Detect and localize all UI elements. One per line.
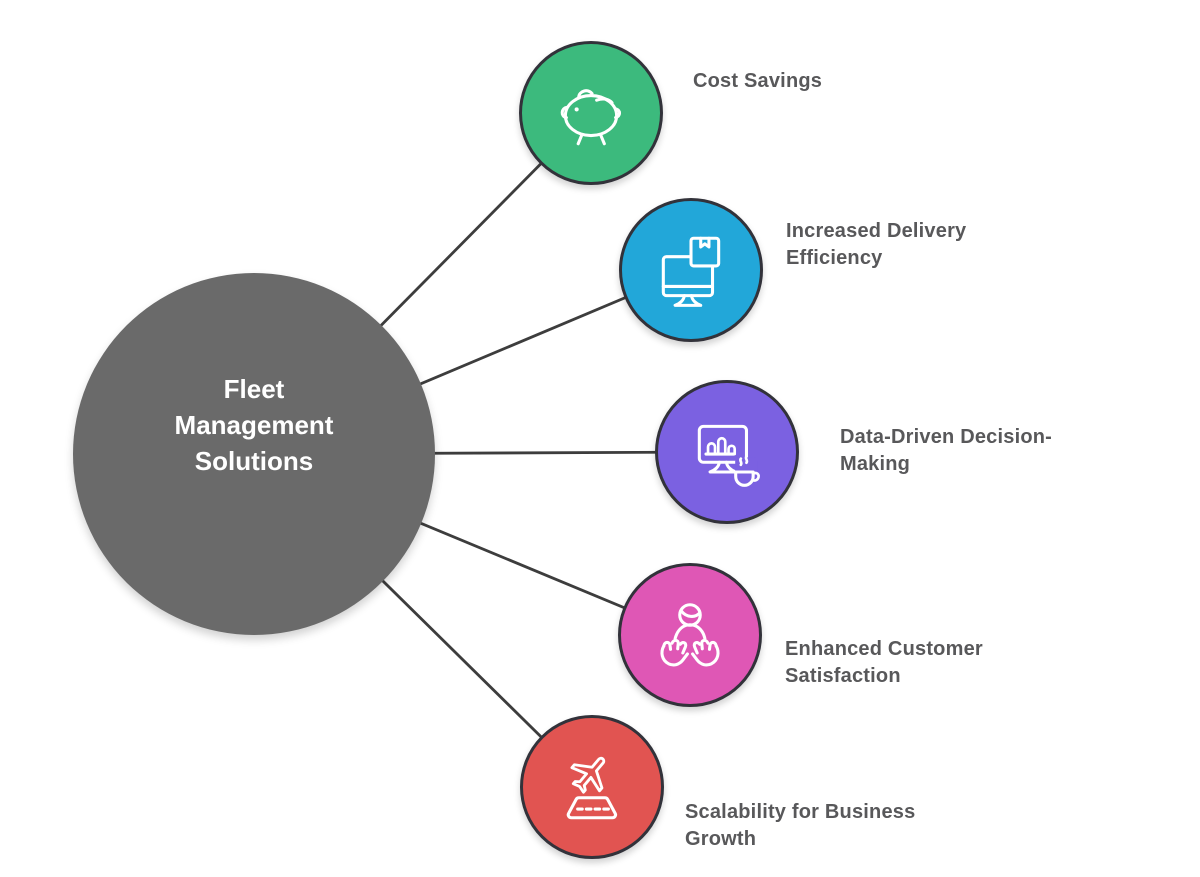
label-line: Satisfaction (785, 665, 901, 687)
customer-care-hands-icon (660, 603, 720, 667)
label-line: Increased Delivery (786, 220, 967, 242)
plane-takeoff-icon (566, 756, 618, 820)
central-node: Fleet Management Solutions (73, 273, 435, 635)
node-label-enhanced-customer-satisfaction: Enhanced Customer Satisfaction (785, 636, 983, 690)
node-increased-delivery-efficiency (619, 198, 763, 342)
piggy-bank-icon (560, 89, 622, 146)
central-node-label: Fleet Management Solutions (175, 371, 334, 479)
label-line: Enhanced Customer (785, 638, 983, 660)
node-label-scalability-for-business-growth: Scalability for Business Growth (685, 799, 915, 853)
node-data-driven-decision-making (655, 380, 799, 524)
label-line: Scalability for Business (685, 801, 916, 823)
node-scalability-for-business-growth (520, 715, 664, 859)
node-label-data-driven-decision-making: Data-Driven Decision- Making (840, 424, 1052, 478)
central-label-line: Solutions (194, 446, 314, 476)
node-cost-savings (519, 41, 663, 185)
node-label-increased-delivery-efficiency: Increased Delivery Efficiency (786, 218, 966, 272)
central-label-line: Fleet (223, 374, 285, 404)
label-line: Efficiency (786, 247, 883, 269)
label-line: Cost Savings (693, 70, 823, 92)
label-line: Growth (685, 828, 757, 850)
label-line: Data-Driven Decision- (840, 426, 1053, 448)
label-line: Making (840, 453, 911, 475)
monitor-package-icon (661, 236, 721, 307)
central-label-line: Management (174, 410, 334, 440)
monitor-chart-coffee-icon (697, 424, 760, 488)
node-enhanced-customer-satisfaction (618, 563, 762, 707)
node-label-cost-savings: Cost Savings (693, 68, 822, 95)
